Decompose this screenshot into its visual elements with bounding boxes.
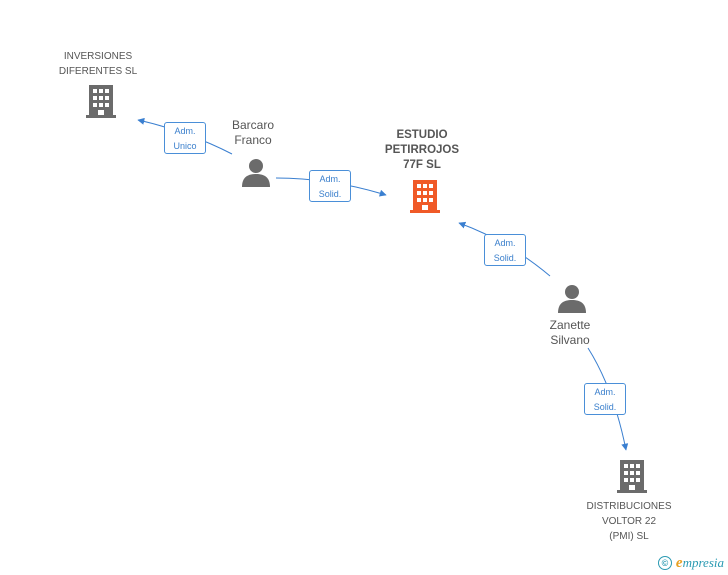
person-icon (242, 159, 270, 187)
building-icon (617, 460, 647, 493)
node-label-barcaro: Barcaro Franco (231, 118, 275, 147)
node-label-distribuciones: DISTRIBUCIONES VOLTOR 22 (PMI) SL (586, 501, 672, 542)
edge-label-zanette-distribuciones: Adm. Solid. (584, 383, 626, 415)
brand-name: empresia (675, 554, 724, 571)
building-icon (410, 180, 440, 213)
empresia-logo: © empresia (657, 554, 724, 571)
node-label-main-company: ESTUDIO PETIRROJOS 77F SL (384, 129, 460, 171)
edge-label-barcaro-main: Adm. Solid. (309, 170, 351, 202)
node-label-inversiones: INVERSIONES DIFERENTES SL (58, 51, 138, 77)
person-icon (558, 285, 586, 313)
edge-label-zanette-main: Adm. Solid. (484, 234, 526, 266)
node-label-zanette: Zanette Silvano (549, 318, 591, 347)
building-icon (86, 85, 116, 118)
copyright-icon: © (657, 556, 672, 570)
edge-label-barcaro-inversiones: Adm. Unico (164, 122, 206, 154)
